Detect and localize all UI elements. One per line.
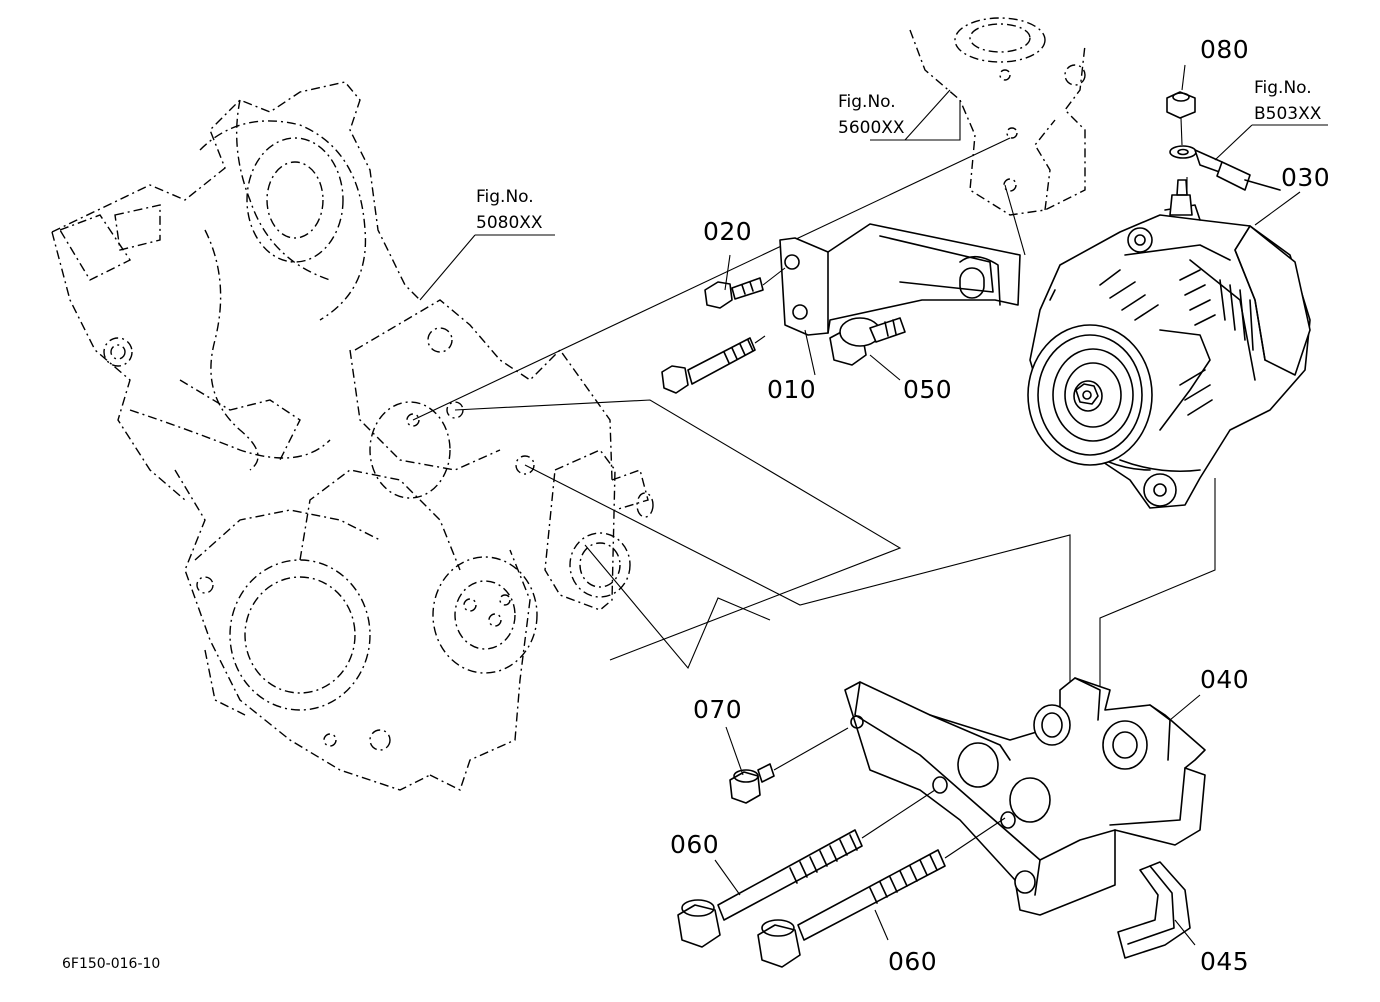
part-label-045: 045 xyxy=(1200,947,1249,976)
part-labels: 020 010 050 080 030 040 070 060 060 045 xyxy=(670,35,1330,976)
gear-case-phantom xyxy=(51,81,654,791)
alternator-030 xyxy=(1027,179,1311,509)
fig-ref-5080-title: Fig.No. xyxy=(476,187,534,207)
part-label-070: 070 xyxy=(693,695,742,724)
wire-terminal xyxy=(1194,149,1281,191)
fig-ref-5600-number: 5600XX xyxy=(838,118,905,138)
drawing-code: 6F150-016-10 xyxy=(62,956,160,972)
fig-ref-5080-number: 5080XX xyxy=(476,213,543,233)
clip-045 xyxy=(1117,861,1191,959)
part-label-050: 050 xyxy=(903,375,952,404)
water-flange-phantom xyxy=(909,17,1086,216)
part-label-040: 040 xyxy=(1200,665,1249,694)
fig-ref-b503-number: B503XX xyxy=(1254,104,1322,124)
bracket-040 xyxy=(844,677,1206,916)
figure-references: Fig.No. 5080XX Fig.No. 5600XX Fig.No. B5… xyxy=(476,78,1322,233)
leader-lines xyxy=(419,64,1328,946)
bolt-060-upper xyxy=(677,789,936,948)
fig-ref-b503-title: Fig.No. xyxy=(1254,78,1312,98)
fig-ref-5600-title: Fig.No. xyxy=(838,92,896,112)
bolt-050 xyxy=(829,317,906,366)
bracket-010 xyxy=(779,223,1021,336)
part-label-020: 020 xyxy=(703,217,752,246)
bolt-070 xyxy=(729,727,849,804)
bolt-060-lower xyxy=(757,817,1006,968)
part-label-010: 010 xyxy=(767,375,816,404)
part-label-030: 030 xyxy=(1281,163,1330,192)
part-label-060-lower: 060 xyxy=(888,947,937,976)
part-label-060-upper: 060 xyxy=(670,830,719,859)
part-label-080: 080 xyxy=(1200,35,1249,64)
nut-080 xyxy=(1166,91,1197,159)
